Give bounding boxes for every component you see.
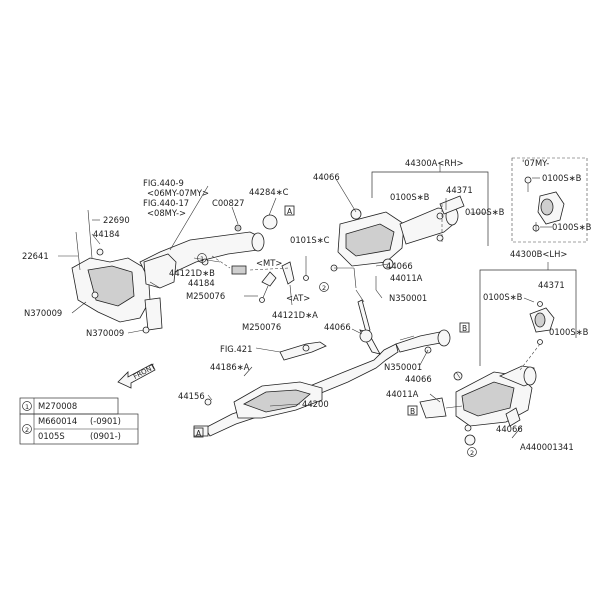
reference-markers: A A B B [193, 205, 470, 438]
legend-row2-part-b: 0105S [38, 431, 65, 441]
callout-0100s-b-rh-right: 0100S∗B [465, 207, 505, 217]
ref-marker-b-upper: B [462, 324, 467, 333]
ref-marker-a-lower: A [196, 429, 202, 438]
circle-ref-1-upper: 1 [200, 255, 204, 263]
07my-inset-box [511, 157, 588, 243]
callout-c00827: C00827 [212, 198, 245, 208]
callout-22690: 22690 [103, 215, 130, 225]
callout-44300b-lh: 44300B<LH> [510, 249, 567, 259]
callout-n350001-lower: N350001 [384, 362, 422, 372]
lh-muffler-bracket-box [399, 262, 577, 439]
callout-m250076-lower: M250076 [242, 322, 281, 332]
legend-row2-note-b: (0901-) [90, 431, 121, 441]
legend-row1-number: 1 [25, 403, 29, 411]
callout-0100s-b-07my-top: 0100S∗B [542, 173, 582, 183]
callout-44284c: 44284∗C [249, 187, 289, 197]
legend-row2-part-a: M660014 [38, 416, 77, 426]
callout-fig440-9-years: <06MY-07MY> [147, 188, 209, 198]
callout-n350001-upper: N350001 [389, 293, 427, 303]
front-direction-arrow: FRONT [117, 362, 158, 389]
callout-44066-rh-bottom: 44066 [386, 261, 413, 271]
callout-0101s-c: 0101S∗C [290, 235, 330, 245]
legend-table: 1 M270008 2 M660014 (-0901) 0105S (0901-… [19, 397, 139, 445]
callout-44371-rh: 44371 [446, 185, 473, 195]
front-exhaust-manifold-assembly [71, 209, 265, 334]
ref-marker-b-lower: B [410, 407, 415, 416]
callout-0100s-b-07my-bottom: 0100S∗B [552, 222, 592, 232]
center-pipe-assembly [193, 299, 451, 437]
callout-n370009-upper: N370009 [24, 308, 62, 318]
legend-row2-note-a: (-0901) [90, 416, 121, 426]
callout-mt: <MT> [256, 258, 282, 268]
callout-fig421: FIG.421 [220, 344, 252, 354]
leader-lines-left [58, 185, 277, 334]
legend-row2-number: 2 [25, 426, 29, 434]
callout-44121d-a: 44121D∗A [272, 310, 318, 320]
callout-44066-rh-top: 44066 [313, 172, 340, 182]
callout-m250076-upper: M250076 [186, 291, 225, 301]
callout-44200: 44200 [302, 399, 329, 409]
callout-44186a: 44186∗A [210, 362, 250, 372]
callout-44156: 44156 [178, 391, 205, 401]
callout-44121d-b: 44121D∗B [169, 268, 215, 278]
callout-44011a-upper: 44011A [390, 273, 423, 283]
callout-fig440-17-years: <08MY-> [147, 208, 186, 218]
callout-0100s-b-rh-left: 0100S∗B [390, 192, 430, 202]
circle-ref-2-lower: 2 [470, 449, 474, 457]
circle-ref-2-upper: 2 [322, 284, 326, 292]
callout-44066-lh-bottom: 44066 [496, 424, 523, 434]
diagram-id: A440001341 [520, 442, 574, 452]
callout-07my: '07MY- [522, 158, 549, 168]
callout-44371-lh: 44371 [538, 280, 565, 290]
callout-22641: 22641 [22, 251, 49, 261]
callout-44066-lh-top: 44066 [405, 374, 432, 384]
lh-muffler [419, 365, 537, 446]
callout-fig440-9: FIG.440-9 [143, 178, 184, 188]
callout-44184-upper: 44184 [93, 229, 120, 239]
callout-at: <AT> [286, 293, 310, 303]
callout-0100s-b-lh-right: 0100S∗B [549, 327, 589, 337]
callout-fig440-17: FIG.440-17 [143, 198, 189, 208]
callout-0100s-b-lh-left: 0100S∗B [483, 292, 523, 302]
callout-44011a-lower: 44011A [386, 389, 419, 399]
callout-n370009-lower: N370009 [86, 328, 124, 338]
callout-44066-center: 44066 [324, 322, 351, 332]
rh-muffler [330, 195, 465, 303]
front-label: FRONT [132, 362, 158, 381]
callout-labels: 22690 44184 22641 44184 N370009 N370009 … [22, 158, 592, 452]
ref-marker-a-upper: A [287, 207, 293, 216]
legend-row1-part: M270008 [38, 401, 77, 411]
rh-muffler-bracket-box [335, 162, 489, 299]
gasket-and-bolts-middle [193, 214, 309, 306]
circled-references: 1 2 2 [197, 253, 477, 457]
callout-44300a-rh: 44300A<RH> [405, 158, 464, 168]
callout-44184-lower: 44184 [188, 278, 215, 288]
